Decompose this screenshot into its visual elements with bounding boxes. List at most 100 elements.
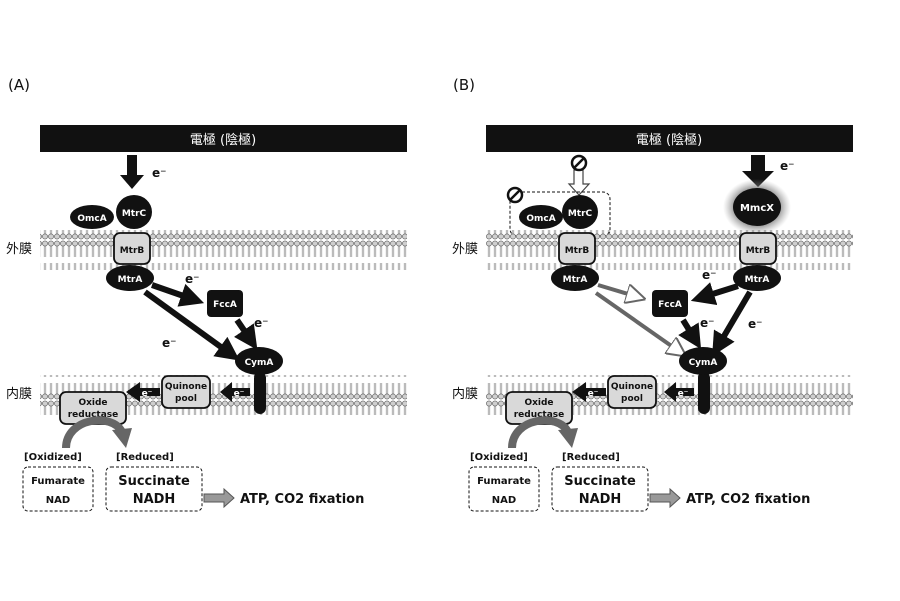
electron-label: e⁻ (254, 316, 268, 330)
electron-label: e⁻ (152, 166, 166, 180)
reaction-arrow-head (112, 428, 132, 448)
oxide-label-line1: Oxide (78, 398, 107, 408)
mmcx-label: MmcX (740, 203, 774, 214)
mtrc-label: MtrC (568, 209, 593, 219)
prohibited-icon-slash (573, 157, 585, 169)
substrate-box (468, 466, 540, 512)
inner-membrane-label: 内膜 (6, 386, 32, 402)
product-succinate: Succinate (118, 474, 190, 489)
outer-membrane (486, 230, 853, 270)
mtrb-label: MtrB (746, 246, 771, 256)
quinone-pool (161, 375, 211, 409)
panel-a: (A) 電極 (陰極) e⁻ 外膜 OmcA MtrC MtrB MtrA e⁻… (6, 76, 407, 512)
cyma-label: CymA (689, 358, 718, 368)
electron-arrow-electrode (742, 155, 774, 187)
electrode-bar (40, 125, 407, 152)
quinone-label-line2: pool (621, 394, 643, 404)
panel-b: (B) 電極 (陰極) OmcA MtrC e⁻ MmcX 外膜 MtrB Mt… (452, 76, 853, 512)
cyma-anchor (254, 372, 266, 414)
mmcx-protein (733, 188, 781, 226)
arrow-mtra-fcca (151, 282, 205, 307)
mtrb-label: MtrB (120, 246, 145, 256)
mtra-protein (106, 265, 154, 291)
reaction-arrow-head (558, 428, 578, 448)
oxide-label-line1: Oxide (524, 398, 553, 408)
electron-label: e⁻ (678, 389, 689, 399)
product-nadh: NADH (579, 492, 622, 507)
output-label: ATP, CO2 fixation (240, 492, 364, 507)
mtrc-label: MtrC (122, 209, 147, 219)
arrow-mtra-cyma (143, 289, 240, 361)
arrow-mtra-cyma (712, 290, 753, 357)
oxidized-label: [Oxidized] (24, 452, 82, 463)
mtra-label: MtrA (563, 275, 588, 285)
arrow-quinone-reductase (126, 382, 160, 402)
cyma-protein (235, 347, 283, 375)
substrate-box (22, 466, 94, 512)
reduced-label: [Reduced] (562, 452, 620, 463)
mtrc-protein (116, 195, 152, 229)
fcca-protein (207, 290, 243, 317)
electrode-label: 電極 (陰極) (636, 132, 702, 148)
output-label: ATP, CO2 fixation (686, 492, 810, 507)
prohibited-icon-slash (509, 189, 521, 201)
fcca-label: FccA (213, 300, 237, 310)
hollow-arrow-mtra-cyma (594, 291, 680, 352)
electron-label: e⁻ (162, 336, 176, 350)
substrate-fumarate: Fumarate (31, 476, 85, 487)
mtra-label: MtrA (118, 275, 143, 285)
quinone-label-line2: pool (175, 394, 197, 404)
arrow-cyma-quinone (220, 382, 250, 402)
omca-label: OmcA (526, 214, 555, 224)
electron-arrow-electrode (120, 155, 144, 189)
electron-label: e⁻ (142, 389, 153, 399)
omca-protein (70, 205, 114, 229)
omca-label: OmcA (77, 214, 106, 224)
outer-membrane-label: 外膜 (452, 242, 478, 257)
electron-label: e⁻ (702, 268, 716, 282)
reduced-label: [Reduced] (116, 452, 174, 463)
electrode-bar (486, 125, 853, 152)
mtrb-protein (113, 232, 151, 265)
electrode-label: 電極 (陰極) (190, 132, 256, 148)
quinone-label-line1: Quinone (165, 382, 207, 392)
mtrb-protein-left (558, 232, 596, 265)
output-arrow (203, 487, 235, 509)
arrow-quinone-reductase (572, 382, 606, 402)
cyma-protein (679, 347, 727, 375)
cyma-anchor (698, 372, 710, 414)
hollow-arrow-mtra-fcca (597, 283, 638, 297)
outer-membrane-label: 外膜 (6, 242, 32, 257)
panel-label: (A) (8, 76, 30, 94)
mtra-protein-left (551, 265, 599, 291)
reaction-arrow (508, 416, 572, 449)
mtrb-protein-right (739, 232, 777, 265)
mtrb-label: MtrB (565, 246, 590, 256)
substrate-nad: NAD (46, 495, 70, 506)
reaction-arrow (62, 416, 126, 449)
fcca-protein (652, 290, 688, 317)
mtrc-protein (562, 195, 598, 229)
oxide-label-line2: reductase (68, 410, 119, 420)
arrow-fcca-cyma (233, 318, 258, 350)
arrow-mtra-fcca (690, 282, 739, 306)
mtra-protein-right (733, 265, 781, 291)
electron-label: e⁻ (780, 159, 794, 173)
cyma-label: CymA (245, 358, 274, 368)
product-box (551, 466, 649, 512)
electron-label: e⁻ (234, 389, 245, 399)
oxide-label-line2: reductase (514, 410, 565, 420)
electron-label: e⁻ (700, 316, 714, 330)
arrow-fcca-cyma (678, 318, 702, 350)
mtra-label: MtrA (745, 275, 770, 285)
quinone-pool (607, 375, 657, 409)
oxidized-label: [Oxidized] (470, 452, 528, 463)
outer-membrane (40, 230, 407, 270)
inner-membrane-label: 内膜 (452, 386, 478, 402)
arrow-cyma-quinone (664, 382, 694, 402)
quinone-label-line1: Quinone (611, 382, 653, 392)
electron-label: e⁻ (185, 272, 199, 286)
panel-label: (B) (453, 76, 475, 94)
product-nadh: NADH (133, 492, 176, 507)
substrate-fumarate: Fumarate (477, 476, 531, 487)
